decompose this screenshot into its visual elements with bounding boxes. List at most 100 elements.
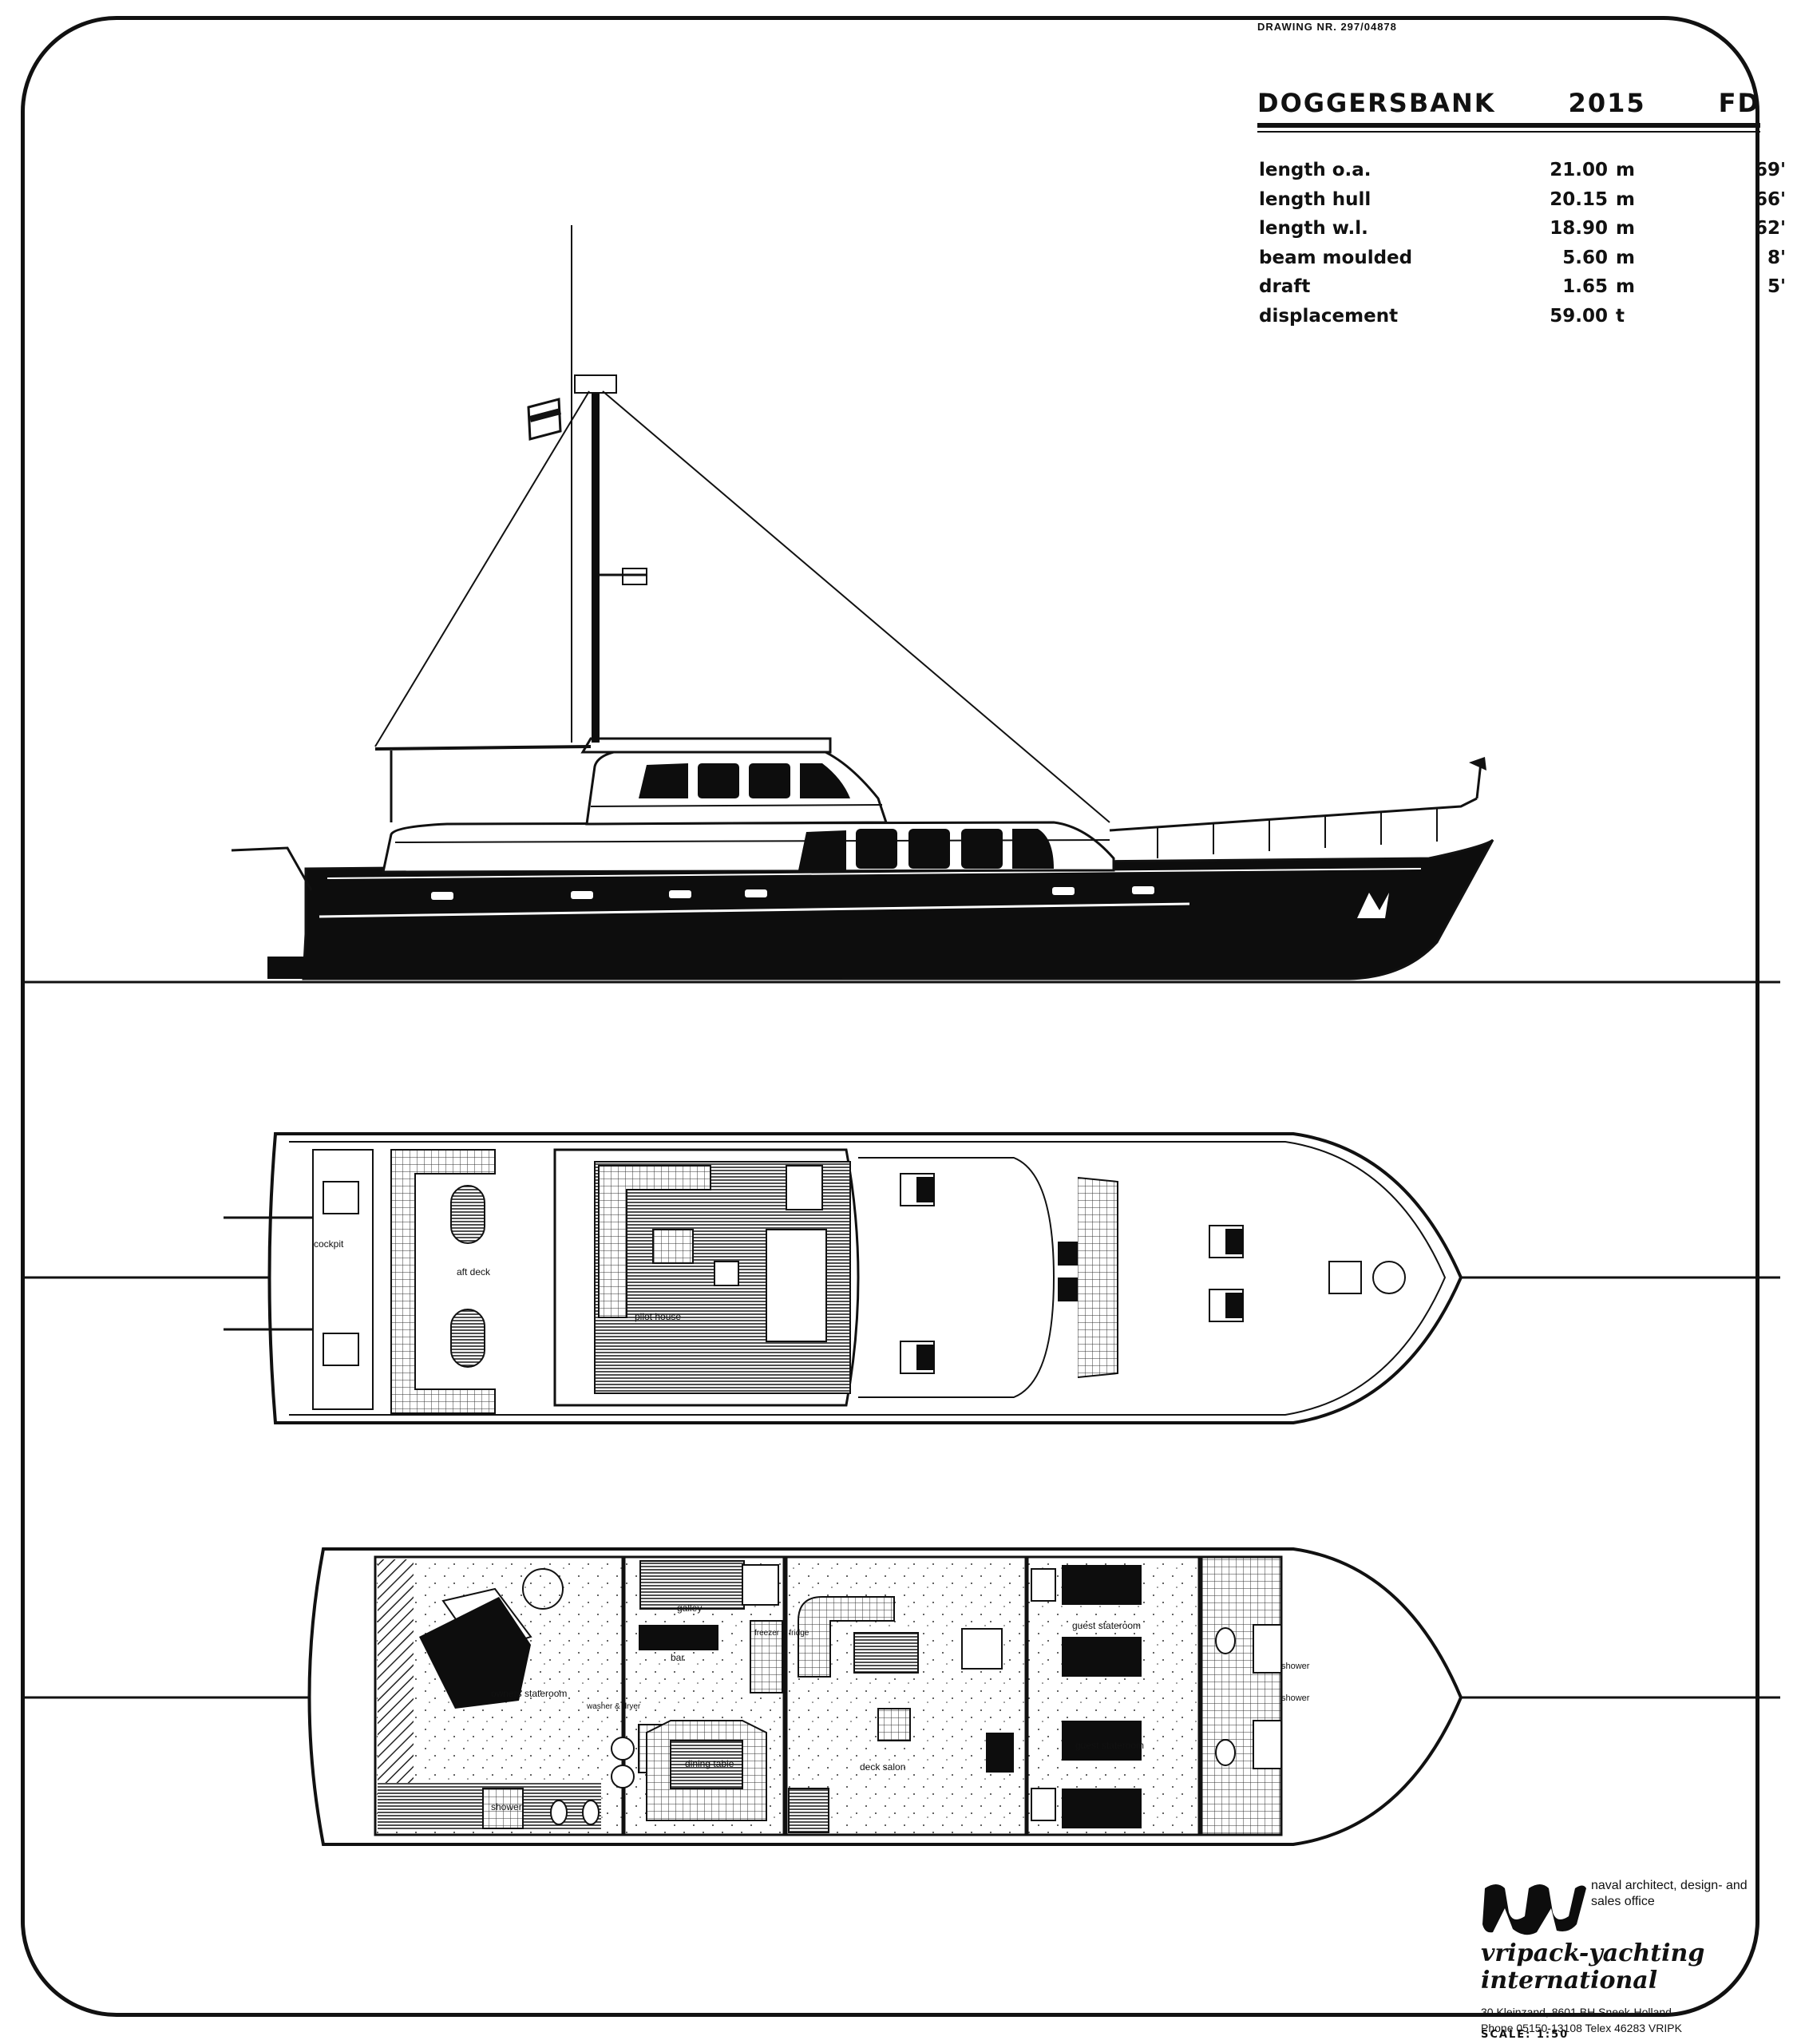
spec-metric: 21.00	[1550, 160, 1608, 180]
deck-outline	[267, 1132, 1463, 1424]
label-guest-stateroom-2: guest stateroom	[1075, 1740, 1144, 1751]
label-bar: bar	[671, 1652, 684, 1663]
freezer-fridge	[750, 1620, 783, 1693]
title-block: DOGGERSBANK 2015 FD	[1257, 88, 1760, 133]
label-dining-table: dining table	[685, 1758, 734, 1769]
aft-deck-table	[450, 1309, 485, 1368]
jack-staff	[1475, 762, 1482, 799]
aft-deck-seating	[390, 1149, 496, 1414]
yacht-name: DOGGERSBANK	[1257, 88, 1496, 118]
pilot-house-settee	[598, 1165, 711, 1318]
spec-label: draft	[1259, 276, 1311, 297]
bow-rail	[1109, 797, 1478, 832]
bow-flag-icon	[1469, 757, 1486, 770]
spec-feet: 62'	[1754, 218, 1786, 239]
owners-shower	[482, 1788, 524, 1829]
spec-label: beam moulded	[1259, 247, 1413, 268]
spec-metric: 18.90	[1550, 218, 1608, 239]
title-row: DOGGERSBANK 2015 FD	[1257, 88, 1760, 128]
label-freezer-fridge: freezer & fridge	[754, 1629, 809, 1638]
rail-stanchions	[1157, 808, 1438, 858]
guest-berth	[1062, 1721, 1142, 1761]
yacht-model: 2015	[1568, 88, 1646, 118]
anchor-locker-hatch	[1372, 1261, 1406, 1294]
accommodation-plan: owners stateroom galley freezer & fridge…	[21, 1547, 1780, 1846]
stern-davit	[231, 846, 313, 891]
pilot-house-windows	[639, 763, 850, 798]
spec-unit: m	[1616, 218, 1635, 239]
company-address: 30 Kleinzand, 8601 BH Sneek-Holland	[1481, 2006, 1672, 2018]
aft-deck-table	[450, 1185, 485, 1244]
company-name: vripack-yachting international	[1481, 1940, 1797, 1994]
mast-top	[574, 374, 617, 394]
deck-hatches	[900, 1173, 1244, 1374]
guest-berth	[1062, 1637, 1142, 1677]
helm-seat	[714, 1261, 739, 1286]
label-deck-salon: deck salon	[860, 1761, 905, 1773]
spec-metric: 59.00	[1550, 305, 1608, 327]
pilot-house-roof	[580, 737, 832, 754]
guest-berth	[1062, 1565, 1142, 1605]
salon-settee	[798, 1596, 895, 1678]
label-aft-deck: aft deck	[457, 1266, 491, 1278]
helm-console	[766, 1229, 827, 1342]
label-shower-fwd-1: shower	[1281, 1662, 1310, 1671]
sheet-frame	[21, 16, 1759, 2017]
spec-unit: m	[1616, 276, 1635, 297]
fore-stay	[602, 390, 1110, 823]
aft-canopy	[374, 745, 592, 751]
guest-berth	[1062, 1788, 1142, 1828]
owners-berth	[419, 1597, 531, 1709]
swim-platform	[267, 957, 842, 979]
spec-unit: t	[1616, 305, 1625, 327]
hull-side	[302, 838, 1494, 980]
cabin-top	[858, 1157, 1055, 1398]
spec-label: displacement	[1259, 305, 1399, 327]
spec-unit: m	[1616, 247, 1635, 268]
spec-label: length w.l.	[1259, 218, 1368, 239]
spec-label: length hull	[1259, 188, 1371, 210]
company-name-line1: vripack-yachting	[1481, 1939, 1705, 1967]
drawing-number: DRAWING NR. 297/04878	[1257, 21, 1397, 33]
bar-counter	[639, 1625, 718, 1650]
pilot-house-table	[652, 1229, 694, 1264]
mast	[592, 391, 600, 743]
dining-table	[670, 1740, 743, 1789]
deckhouse-windows	[798, 829, 1054, 870]
company-tagline: naval architect, design- and sales offic…	[1591, 1879, 1748, 1908]
label-cockpit: cockpit	[314, 1238, 344, 1250]
label-owners-stateroom: owners stateroom	[491, 1688, 567, 1699]
title-underline	[1257, 131, 1760, 133]
deck-plan: cockpit aft deck pilot house	[21, 1132, 1780, 1424]
main-deckhouse	[382, 821, 1115, 873]
spec-feet: 69'	[1754, 160, 1786, 180]
windlass	[1328, 1261, 1362, 1294]
drawing-scale: SCALE: 1:50	[1481, 2029, 1569, 2041]
owners-hull-locker	[378, 1559, 414, 1783]
foredeck-seating	[1077, 1177, 1118, 1378]
sheer-stripe	[319, 902, 1190, 918]
label-shower-fwd-2: shower	[1281, 1693, 1310, 1703]
company-name-line2: international	[1481, 1967, 1658, 1994]
spec-label: length o.a.	[1259, 160, 1371, 180]
label-pilot-house: pilot house	[635, 1311, 681, 1322]
spec-metric: 5.60	[1562, 247, 1608, 268]
spec-feet: 8'	[1767, 247, 1786, 268]
label-washer-dryer: washer & dryer	[586, 1702, 641, 1711]
bow-anchor	[1357, 893, 1389, 918]
label-guest-stateroom-1: guest stateroom	[1072, 1620, 1141, 1631]
salon-helm	[986, 1733, 1014, 1773]
spec-feet: 5'	[1767, 276, 1786, 297]
side-profile	[21, 225, 1780, 984]
spec-feet: 66'	[1754, 188, 1786, 210]
rub-rail	[327, 868, 1422, 879]
flag-icon	[527, 398, 562, 441]
yacht-version: FD	[1718, 88, 1760, 118]
label-shower-aft: shower	[491, 1801, 522, 1812]
salon-table	[853, 1632, 919, 1674]
vy-logo-icon	[1482, 1884, 1586, 1935]
hull-portholes	[431, 886, 1154, 900]
company-address-block: 30 Kleinzand, 8601 BH Sneek-Holland Phon…	[1481, 2004, 1797, 2036]
label-galley: galley	[677, 1602, 702, 1614]
